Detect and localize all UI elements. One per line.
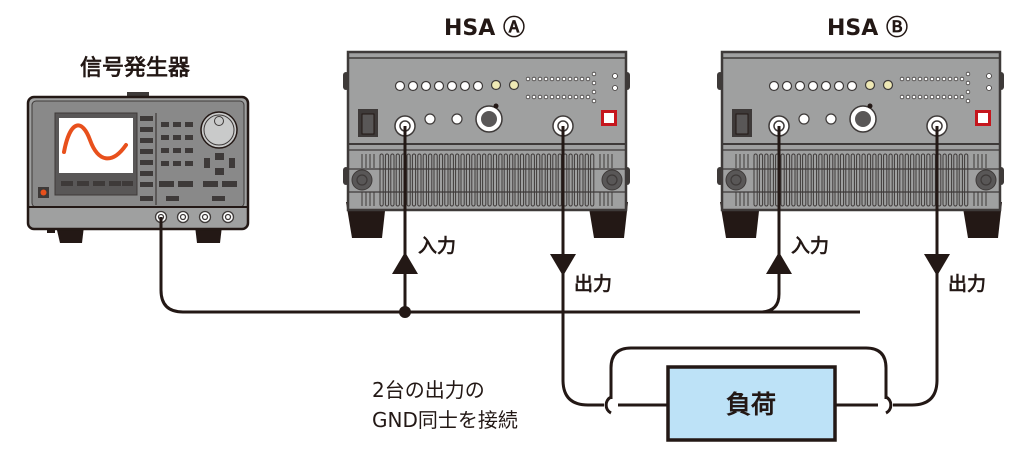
wiring [159,126,939,415]
hsa-b-input-label: 入力 [791,234,829,257]
hsa-b: HSA Ⓑ [715,15,1006,240]
gnd-jumper-wire [609,346,888,399]
gnd-note: 2台の出力の GND同士を接続 [372,378,518,432]
gnd-note-line-2: GND同士を接続 [372,408,518,432]
hsa-b-output-wire [893,126,939,407]
load-label: 負荷 [726,390,776,419]
hsa-a-input-arrow-icon [392,252,418,274]
screen [59,118,133,173]
hsa-b-label: HSA Ⓑ [827,15,908,41]
hsa-a: HSA Ⓐ [341,15,632,240]
hsa-b-input-arrow-icon [766,252,792,274]
gnd-note-line-1: 2台の出力の [372,378,485,402]
hsa-a-input-label: 入力 [418,234,456,257]
hsa-a-output-label: 出力 [574,272,612,295]
hsa-a-output-wire [561,126,604,407]
junction-dot [399,306,411,318]
hsa-a-output-arrow-icon [550,254,576,276]
signal-generator-label: 信号発生器 [80,55,191,81]
hsa-a-label: HSA Ⓐ [444,15,525,41]
signal-wire [159,217,860,314]
load: 負荷 [666,365,837,442]
sine-wave-icon [62,123,128,161]
signal-generator: 信号発生器 [26,55,250,243]
hsa-b-output-arrow-icon [924,254,950,276]
hsa-b-output-label: 出力 [948,272,986,295]
hsa-b-input-wire [759,126,781,314]
